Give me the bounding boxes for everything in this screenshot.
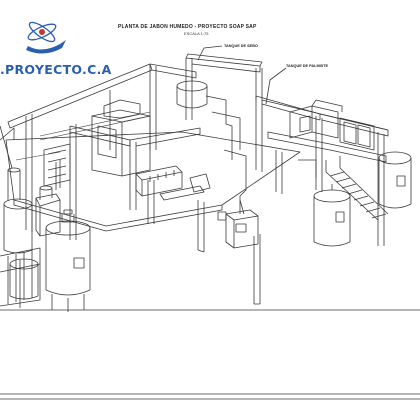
vessel-small-left	[9, 258, 39, 300]
callout-tanque-sebo: TANQUE DE SEBO	[224, 44, 258, 48]
tank-sebo	[176, 45, 223, 109]
front-columns	[147, 180, 261, 305]
piping-sebo	[205, 95, 247, 214]
drawing-title: PLANTA DE JABON HUMEDO - PROYECTO SOAP S…	[118, 24, 257, 30]
reactor-column-left	[0, 125, 21, 200]
company-logo-icon	[26, 21, 66, 54]
walkway-left	[43, 143, 71, 190]
piping-top	[15, 111, 151, 161]
company-name: .PROYECTO.C.A	[0, 62, 112, 77]
right-platform	[267, 99, 387, 194]
tank-palmiste	[313, 184, 351, 247]
mezzanine-floor-slab	[5, 131, 301, 232]
center-equipment	[135, 165, 211, 201]
callout-leader-palmiste	[265, 67, 287, 105]
equipment-left-cluster	[0, 185, 61, 308]
drawing-scale: ESCALA 1:75	[184, 31, 209, 36]
stairs-right	[325, 156, 389, 221]
vessel-front-left	[45, 209, 91, 312]
structure-frame-left	[7, 63, 201, 240]
tank-right-tall	[378, 151, 412, 209]
callout-tanque-palmiste: TANQUE DE PALMISTE	[286, 64, 329, 68]
pump-skid	[217, 199, 259, 249]
structure-frame-right	[185, 53, 389, 246]
